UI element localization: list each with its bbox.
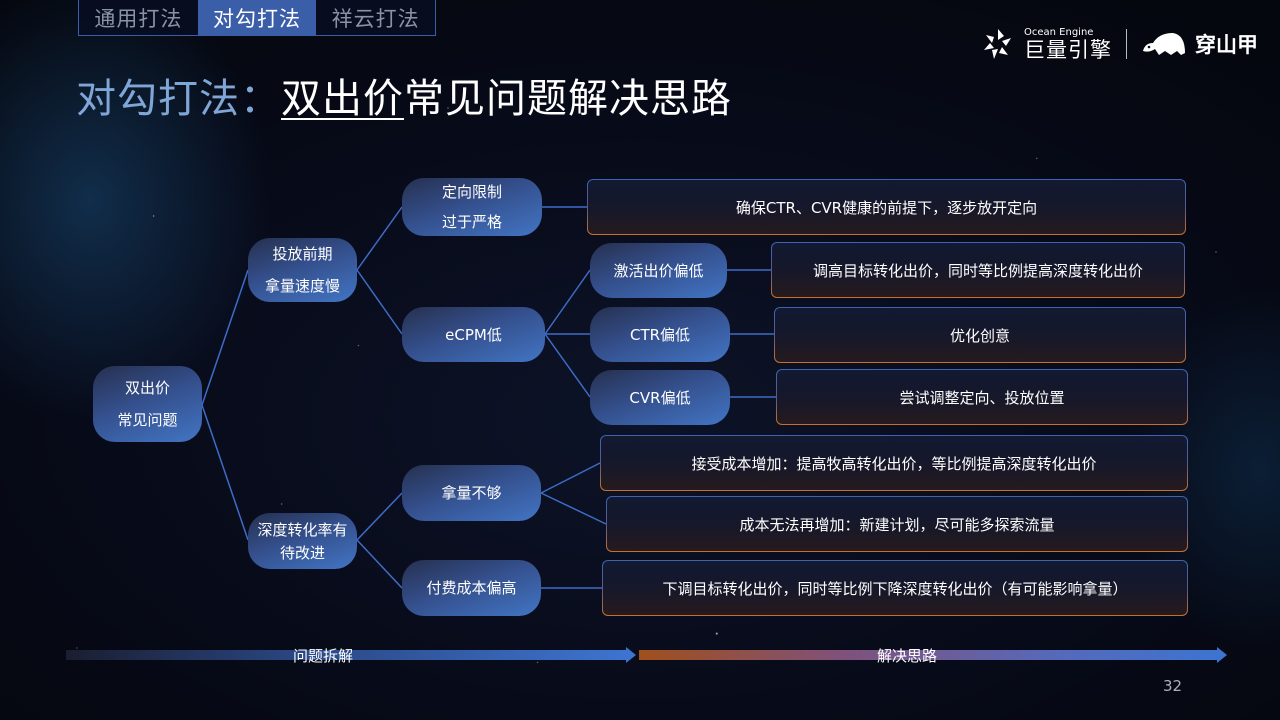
node-low-activation-bid: 激活出价偏低 [590,243,727,298]
solution-box: 尝试调整定向、投放位置 [776,369,1188,425]
node-insufficient-volume: 拿量不够 [402,465,541,521]
node-low-ecpm: eCPM低 [402,307,545,362]
problem-breakdown-arrow: 问题拆解 [66,647,636,665]
page-title: 对勾打法：双出价常见问题解决思路 [76,66,732,124]
root-node-dual-bid-issues: 双出价 常见问题 [93,366,202,442]
solution-box: 确保CTR、CVR健康的前提下，逐步放开定向 [587,179,1186,235]
solution-text: 优化创意 [949,326,1010,345]
node-label: 付费成本偏高 [426,579,517,597]
tab-auspicious-cloud-strategy[interactable]: 祥云打法 [331,6,420,31]
node-line: 待改进 [279,543,325,562]
solution-box: 接受成本增加：提高牧高转化出价，等比例提高深度转化出价 [600,435,1188,491]
arrow-bar [639,650,1217,660]
arrow-head-icon [626,647,636,663]
node-low-ctr: CTR偏低 [590,307,730,362]
logo-divider [1126,29,1127,59]
pangle-logo: 穿山甲 [1141,29,1258,59]
brand-logos: Ocean Engine 巨量引擎 穿山甲 [980,26,1258,62]
pangle-cn: 穿山甲 [1195,33,1258,57]
title-rest: 常见问题解决思路 [404,76,732,122]
solution-text: 确保CTR、CVR健康的前提下，逐步放开定向 [735,198,1038,217]
solution-box: 下调目标转化出价，同时等比例下降深度转化出价（有可能影响拿量） [602,560,1188,616]
arrow-label: 问题拆解 [293,647,354,665]
node-high-payment-cost: 付费成本偏高 [402,560,541,616]
node-line: 常见问题 [117,411,178,429]
title-prefix: 对勾打法： [76,76,281,122]
solution-approach-arrow: 解决思路 [639,647,1227,665]
ocean-engine-cn: 巨量引擎 [1024,37,1112,62]
node-label: 激活出价偏低 [613,261,704,280]
solution-box: 调高目标转化出价，同时等比例提高深度转化出价 [771,242,1185,298]
node-line: 投放前期 [272,245,333,263]
strategy-tabs: 通用打法 对勾打法 祥云打法 [78,0,436,36]
node-line: 拿量速度慢 [264,277,340,295]
node-deep-conversion-improve: 深度转化率有 待改进 [248,513,357,569]
node-label: 拿量不够 [441,484,502,502]
tab-general-strategy[interactable]: 通用打法 [94,6,183,31]
arrow-bar [66,650,626,660]
solution-text: 尝试调整定向、投放位置 [899,388,1065,407]
ocean-engine-icon [984,29,1011,59]
node-slow-early-delivery: 投放前期 拿量速度慢 [248,238,357,302]
pangolin-icon [1143,33,1185,55]
solution-text: 下调目标转化出价，同时等比例下降深度转化出价（有可能影响拿量） [662,579,1128,598]
arrow-label: 解决思路 [877,647,938,665]
page-number: 32 [1163,677,1183,695]
node-label: CTR偏低 [629,325,691,344]
node-label: eCPM低 [445,325,502,344]
ocean-engine-en: Ocean Engine [1024,26,1094,38]
solution-text: 接受成本增加：提高牧高转化出价，等比例提高深度转化出价 [691,454,1097,473]
arrow-head-icon [1217,647,1227,663]
node-line: 深度转化率有 [257,520,348,539]
tab-checkmark-strategy[interactable]: 对勾打法 [197,0,317,35]
solution-text: 成本无法再增加：新建计划，尽可能多探索流量 [739,515,1055,534]
ocean-engine-logo: Ocean Engine 巨量引擎 [980,26,1112,62]
solution-box: 成本无法再增加：新建计划，尽可能多探索流量 [606,496,1188,552]
solution-text: 调高目标转化出价，同时等比例提高深度转化出价 [812,261,1143,280]
node-line: 过于严格 [441,213,502,231]
node-targeting-too-strict: 定向限制 过于严格 [402,178,542,236]
title-underlined: 双出价 [281,76,404,122]
node-low-cvr: CVR偏低 [590,370,730,425]
node-line: 双出价 [124,379,170,397]
node-label: CVR偏低 [629,388,691,407]
node-line: 定向限制 [441,183,502,201]
solution-box: 优化创意 [774,307,1186,363]
